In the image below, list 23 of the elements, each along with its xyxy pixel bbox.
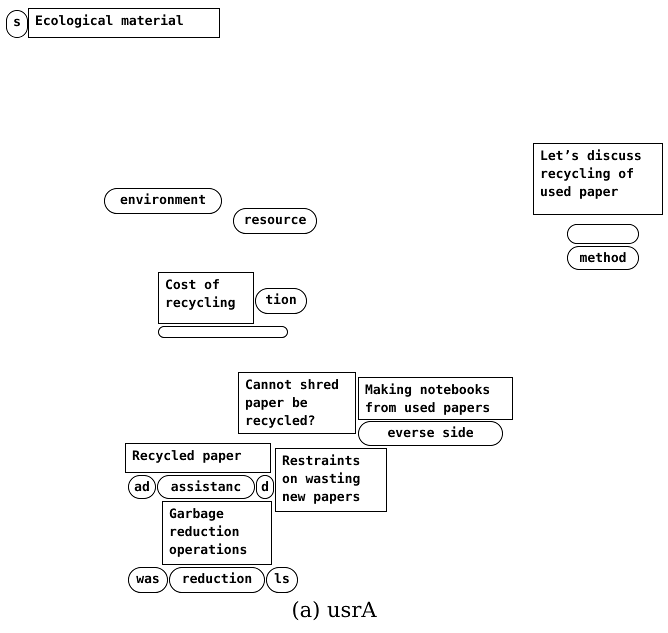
note-card: Cost of recycling bbox=[158, 272, 254, 324]
note-card: Let’s discuss recycling of used paper bbox=[533, 143, 663, 215]
note-card: Restraints on wasting new papers bbox=[275, 448, 387, 512]
keyword-pill: ad bbox=[128, 475, 156, 499]
keyword-pill: assistanc bbox=[157, 475, 255, 499]
keyword-pill: d bbox=[256, 475, 274, 499]
keyword-pill: environment bbox=[104, 188, 222, 214]
figure-caption: (a) usrA bbox=[291, 598, 377, 622]
note-card: Cannot shred paper be recycled? bbox=[238, 372, 356, 434]
keyword-pill: tion bbox=[255, 288, 307, 314]
keyword-pill: reduction bbox=[169, 567, 265, 593]
note-card: Recycled paper bbox=[125, 443, 271, 473]
keyword-pill: was bbox=[128, 567, 168, 593]
note-card: Making notebooks from used papers bbox=[358, 377, 513, 420]
keyword-pill bbox=[158, 326, 288, 338]
keyword-pill: method bbox=[567, 246, 639, 270]
keyword-pill: ls bbox=[266, 567, 298, 593]
keyword-pill: everse side bbox=[358, 421, 503, 446]
keyword-pill: s bbox=[6, 10, 28, 38]
note-card: Garbage reduction operations bbox=[162, 501, 272, 565]
note-card: Ecological material bbox=[28, 8, 220, 38]
keyword-pill bbox=[567, 224, 639, 244]
keyword-pill: resource bbox=[233, 208, 317, 234]
